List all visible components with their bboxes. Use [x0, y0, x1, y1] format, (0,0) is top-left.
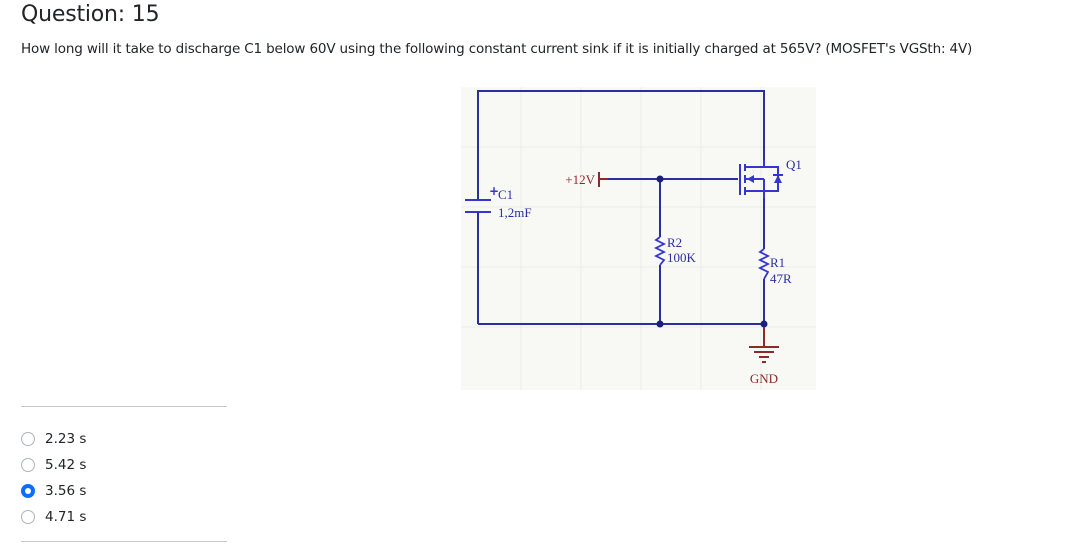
answer-option[interactable]: 3.56 s — [21, 478, 86, 504]
question-title: Question: 15 — [21, 2, 160, 27]
question-text: How long will it take to discharge C1 be… — [21, 41, 973, 57]
wires — [477, 90, 765, 325]
radio-button[interactable] — [21, 458, 35, 472]
mosfet-q1-symbol — [739, 160, 779, 198]
r2-value: 100K — [667, 250, 697, 265]
gnd-label: GND — [750, 371, 778, 386]
answer-label: 4.71 s — [45, 509, 87, 525]
mosfet-arrow — [747, 175, 754, 183]
resistor-r1-symbol — [757, 248, 771, 280]
r1-value: 47R — [770, 271, 792, 286]
divider-bottom — [21, 541, 227, 542]
radio-button[interactable] — [21, 432, 35, 446]
ground-icon — [749, 327, 779, 363]
answer-options: 2.23 s 5.42 s 3.56 s 4.71 s — [21, 426, 86, 530]
c1-polarity: + — [489, 184, 499, 198]
divider-top — [21, 406, 227, 407]
capacitor-c1-symbol — [465, 199, 491, 213]
junction-dot — [656, 320, 664, 328]
junction-dot — [656, 175, 664, 183]
circuit-schematic: + C1 1,2mF +12V R2 100K Q1 — [461, 87, 816, 390]
answer-option[interactable]: 4.71 s — [21, 504, 86, 530]
schematic-grid — [461, 87, 816, 390]
answer-label: 5.42 s — [45, 457, 87, 473]
answer-label: 2.23 s — [45, 431, 87, 447]
q1-name: Q1 — [786, 157, 802, 172]
resistor-r2-symbol — [653, 236, 667, 266]
answer-label: 3.56 s — [45, 483, 87, 499]
radio-button-selected[interactable] — [21, 484, 35, 498]
body-diode — [774, 175, 782, 183]
c1-name: C1 — [498, 187, 513, 202]
r2-name: R2 — [667, 235, 682, 250]
supply-label: +12V — [565, 172, 595, 187]
junction-dot — [760, 320, 768, 328]
answer-option[interactable]: 5.42 s — [21, 452, 86, 478]
c1-value: 1,2mF — [498, 205, 532, 220]
power-port-12v — [598, 172, 608, 187]
r1-name: R1 — [770, 255, 785, 270]
radio-button[interactable] — [21, 510, 35, 524]
answer-option[interactable]: 2.23 s — [21, 426, 86, 452]
